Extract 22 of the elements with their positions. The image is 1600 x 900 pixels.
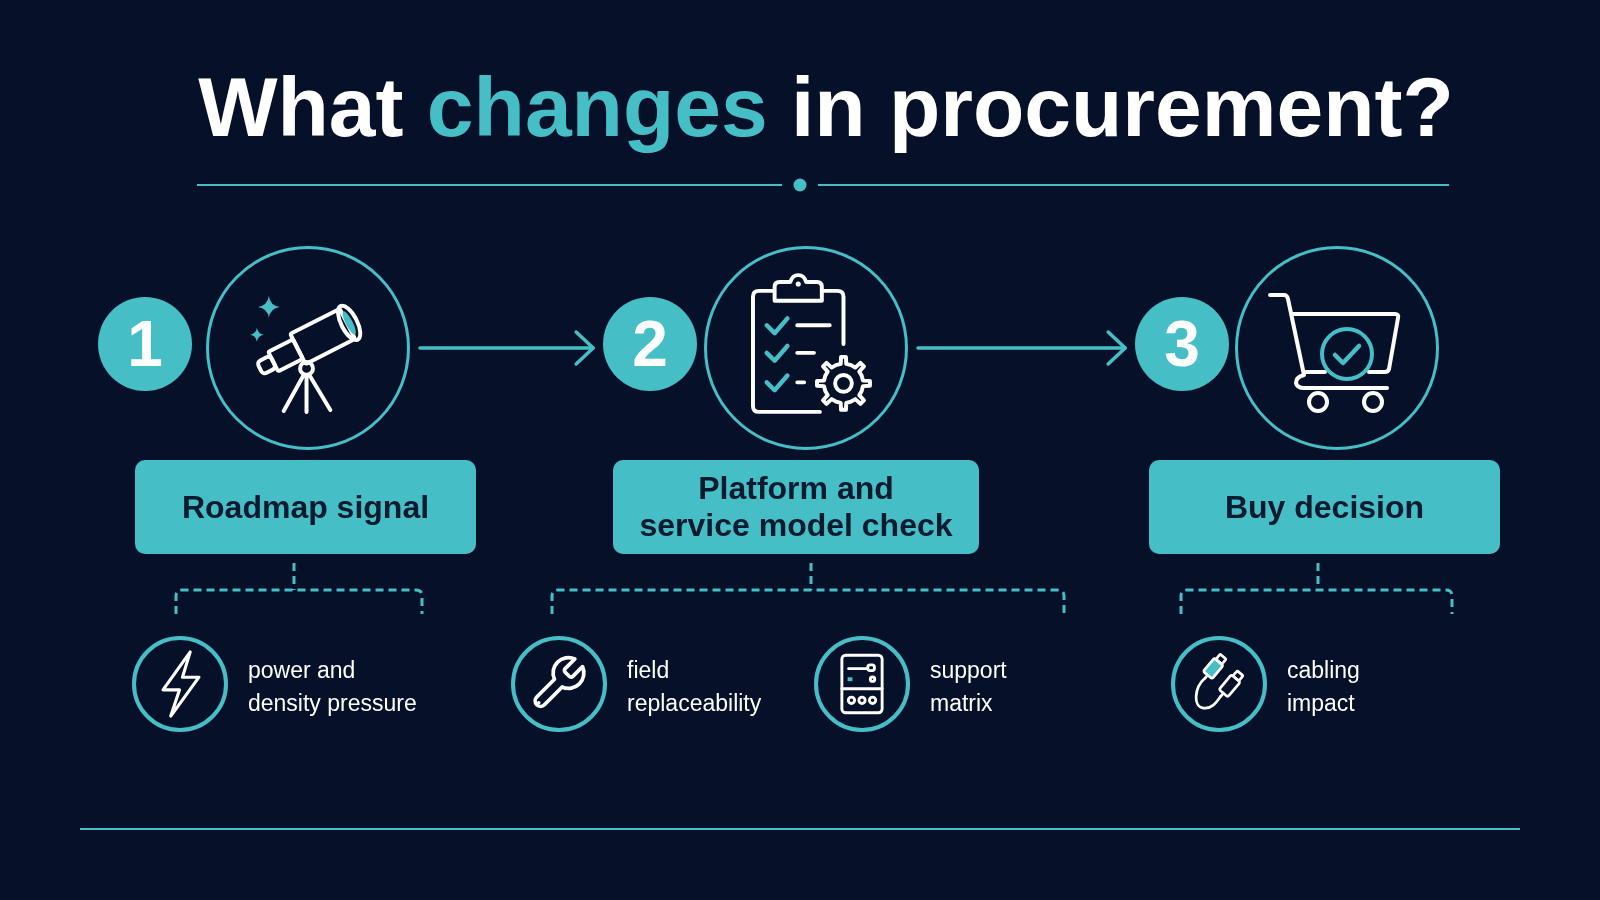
step-number: 1	[127, 312, 163, 376]
item-label: power and density pressure	[248, 656, 418, 718]
icon-circle	[1235, 246, 1439, 450]
step-label: Roadmap signal	[181, 488, 430, 526]
step-label: Platform and service model check	[638, 470, 954, 544]
step-number: 3	[1164, 312, 1200, 376]
item-label: field replaceability	[627, 656, 763, 718]
icon-circle	[206, 246, 410, 450]
item-label: support matrix	[930, 656, 1008, 718]
icon-circle	[511, 636, 607, 732]
icon-circle	[704, 246, 908, 450]
step-box	[1149, 460, 1500, 554]
arrow	[418, 330, 595, 366]
item-label: cabling impact	[1287, 656, 1361, 718]
icon-circle	[1171, 636, 1267, 732]
arrow	[916, 330, 1127, 366]
step-box	[613, 460, 979, 554]
step-number: 2	[632, 312, 668, 376]
icon-circle	[814, 636, 910, 732]
step-label: Buy decision	[1224, 488, 1425, 526]
icon-circle	[132, 636, 228, 732]
step-box	[135, 460, 476, 554]
